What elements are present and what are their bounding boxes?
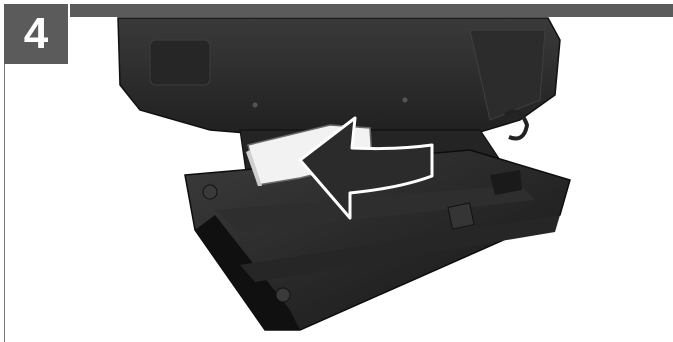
plate-screw xyxy=(203,185,217,199)
housing-vent xyxy=(150,40,210,85)
plate-screw xyxy=(276,288,290,302)
step-number-badge: 4 xyxy=(4,4,68,64)
plate-slot xyxy=(448,203,474,229)
